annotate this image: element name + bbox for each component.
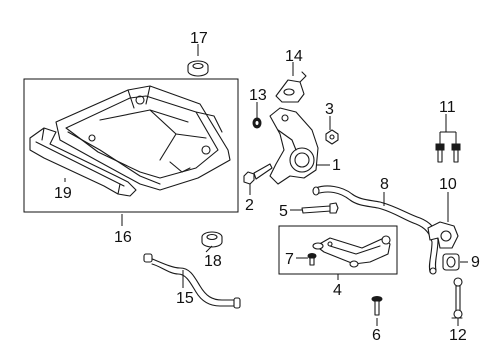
stabilizer-link[interactable] — [451, 277, 463, 319]
callout-4: 4 — [333, 282, 342, 299]
cradle-mount-upper[interactable] — [187, 60, 209, 77]
lower-control-arm-assembly[interactable] — [312, 235, 391, 268]
callout-labels: 17 14 13 3 11 1 8 10 19 2 5 16 7 9 18 4 … — [54, 30, 480, 344]
callout-2: 2 — [245, 197, 254, 214]
callout-12: 12 — [449, 327, 467, 344]
knuckle-bracket[interactable] — [275, 71, 307, 103]
tube-hose[interactable] — [143, 253, 241, 309]
callout-17: 17 — [190, 30, 208, 47]
control-arm-bolt[interactable] — [371, 296, 383, 316]
callout-3: 3 — [325, 101, 334, 118]
callout-10: 10 — [439, 176, 457, 193]
engine-cradle-frame[interactable] — [55, 85, 231, 191]
bracket-bolts[interactable] — [435, 143, 461, 163]
callout-9: 9 — [471, 254, 480, 271]
callout-14: 14 — [285, 48, 303, 65]
bushing-bolt[interactable] — [307, 253, 317, 266]
callout-18: 18 — [204, 253, 222, 270]
callout-5: 5 — [279, 203, 288, 220]
nut[interactable] — [325, 129, 339, 145]
callout-13: 13 — [249, 87, 267, 104]
stabilizer-link-bolt[interactable] — [301, 202, 339, 214]
callout-19: 19 — [54, 185, 72, 202]
callout-11: 11 — [439, 99, 456, 116]
knuckle-bolt[interactable] — [243, 163, 273, 185]
stabilizer-bushing[interactable] — [442, 253, 460, 271]
callout-1: 1 — [332, 157, 341, 174]
front-crossmember-reinforcement[interactable] — [29, 127, 137, 197]
cradle-group-box — [23, 78, 239, 213]
callout-8: 8 — [380, 176, 389, 193]
callout-7: 7 — [285, 251, 294, 268]
stabilizer-bar[interactable] — [312, 185, 439, 275]
callout-15: 15 — [176, 290, 194, 307]
washer[interactable] — [252, 117, 262, 129]
steering-knuckle[interactable] — [269, 107, 319, 185]
cradle-mount-lower[interactable] — [201, 231, 223, 248]
stabilizer-bracket[interactable] — [427, 221, 459, 249]
callout-6: 6 — [372, 327, 381, 344]
callout-16: 16 — [114, 229, 132, 246]
leader-lines — [64, 44, 468, 326]
